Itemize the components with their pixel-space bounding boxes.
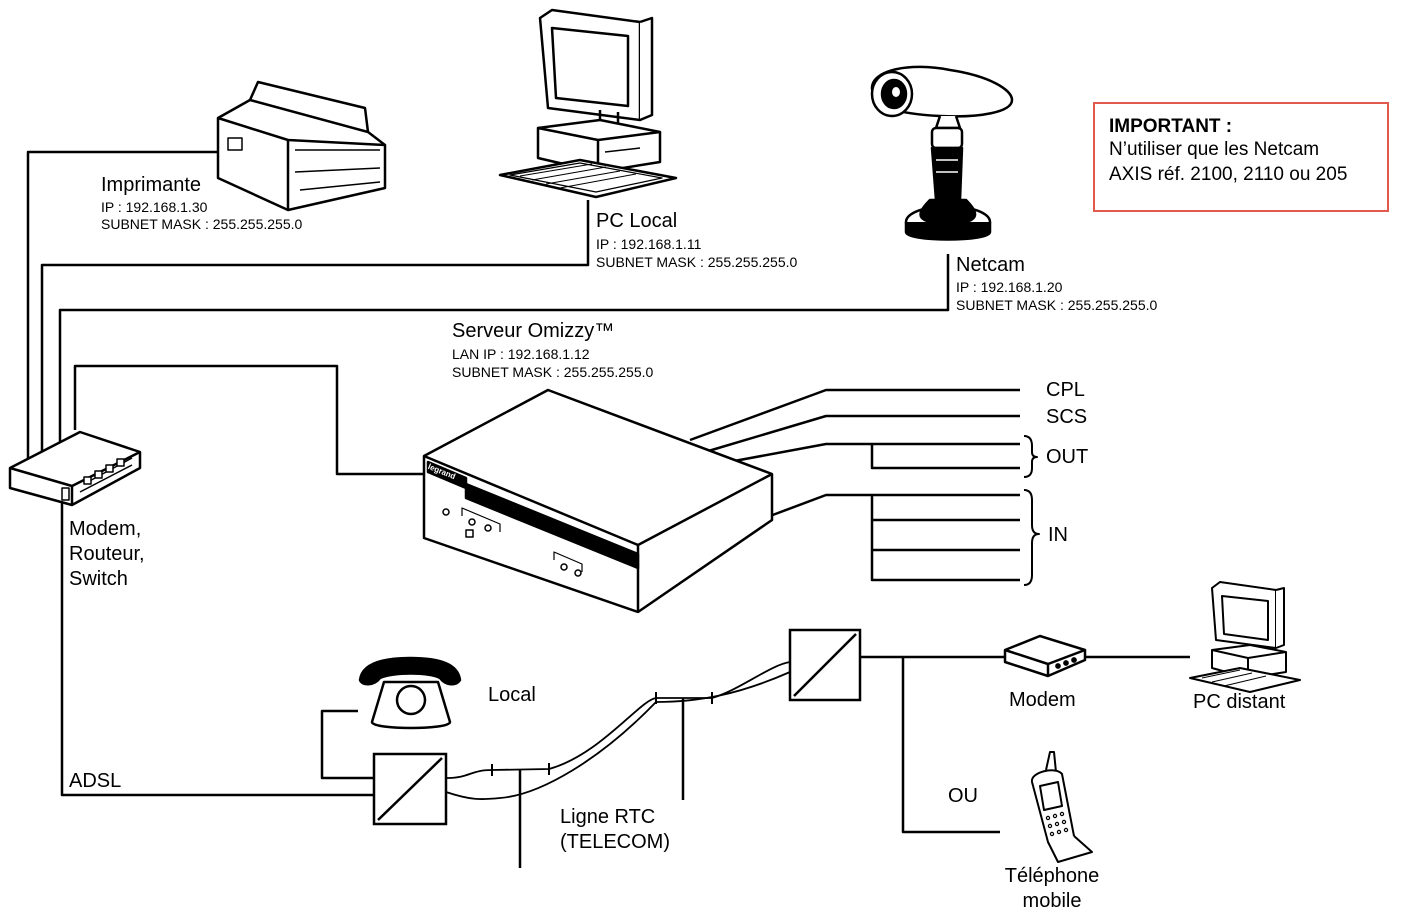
brace-in [1023, 489, 1040, 586]
router-icon [8, 430, 142, 507]
output-cpl: CPL [1046, 379, 1085, 401]
cable-router-server [73, 364, 424, 476]
cable-out-in [769, 493, 1020, 518]
printer-mask: SUBNET MASK : 255.255.255.0 [101, 216, 303, 232]
line-rtc-label-1: Ligne RTC [560, 806, 656, 828]
telecom-tick-1 [491, 692, 713, 776]
server-name: Serveur Omizzy™ [452, 320, 615, 342]
cable-phone-local [320, 709, 374, 780]
netcam-mask: SUBNET MASK : 255.255.255.0 [956, 297, 1158, 313]
cable-router-netcam [58, 254, 950, 458]
server-mask: SUBNET MASK : 255.255.255.0 [452, 364, 654, 380]
output-out: OUT [1046, 446, 1089, 468]
filter-right-icon [788, 628, 862, 702]
important-title: IMPORTANT : [1109, 116, 1233, 137]
brace-out [1023, 435, 1038, 478]
pc-local-ip: IP : 192.168.1.11 [596, 236, 702, 252]
cable-out-out [717, 442, 1020, 466]
output-in: IN [1048, 524, 1068, 546]
cable-router-pc-local [40, 200, 590, 458]
mobile-phone-icon [1031, 751, 1093, 863]
ou-label: OU [948, 785, 978, 807]
pc-distant-label: PC distant [1193, 691, 1286, 713]
cable-out-scs [704, 414, 1020, 454]
pc-local-mask: SUBNET MASK : 255.255.255.0 [596, 254, 798, 270]
netcam-icon [870, 65, 1014, 241]
local-phone-icon [358, 656, 462, 730]
mobile-label-1: Téléphone [1004, 865, 1100, 887]
cable-in-bus [870, 495, 1020, 582]
output-scs: SCS [1046, 406, 1088, 428]
router-label-1: Modem, [69, 518, 142, 540]
adsl-label: ADSL [69, 770, 122, 792]
important-notice: IMPORTANT : N’utiliser que les Netcam AX… [1093, 102, 1389, 212]
pc-local-name: PC Local [596, 210, 678, 232]
modem-label: Modem [1009, 689, 1076, 711]
netcam-name: Netcam [956, 254, 1025, 276]
filter-left-icon [372, 752, 448, 826]
printer-ip: IP : 192.168.1.30 [101, 199, 208, 215]
netcam-ip: IP : 192.168.1.20 [956, 279, 1063, 295]
server-icon [422, 388, 774, 614]
printer-icon [216, 80, 387, 212]
important-line-2: AXIS réf. 2100, 2110 ou 205 [1109, 163, 1348, 185]
router-label-3: Switch [69, 568, 128, 590]
phone-local-label: Local [488, 684, 536, 706]
important-line-1: N’utiliser que les Netcam [1109, 139, 1320, 160]
line-rtc-label-2: (TELECOM) [560, 831, 670, 853]
cable-out-out2 [870, 444, 1020, 470]
modem-icon [1003, 634, 1087, 678]
pc-local-icon [498, 8, 678, 199]
mobile-label-2: mobile [1022, 890, 1082, 912]
router-label-2: Routeur, [69, 543, 145, 565]
printer-name: Imprimante [101, 174, 202, 196]
cable-router-adsl [60, 492, 374, 797]
cable-router-printer [26, 150, 218, 458]
telecom-line-b [445, 671, 791, 800]
server-ip: LAN IP : 192.168.1.12 [452, 346, 590, 362]
telecom-line-a [445, 661, 791, 779]
cable-filter-mobile [901, 657, 1000, 834]
cable-out-cpl [689, 388, 1020, 442]
pc-distant-icon [1189, 581, 1301, 693]
